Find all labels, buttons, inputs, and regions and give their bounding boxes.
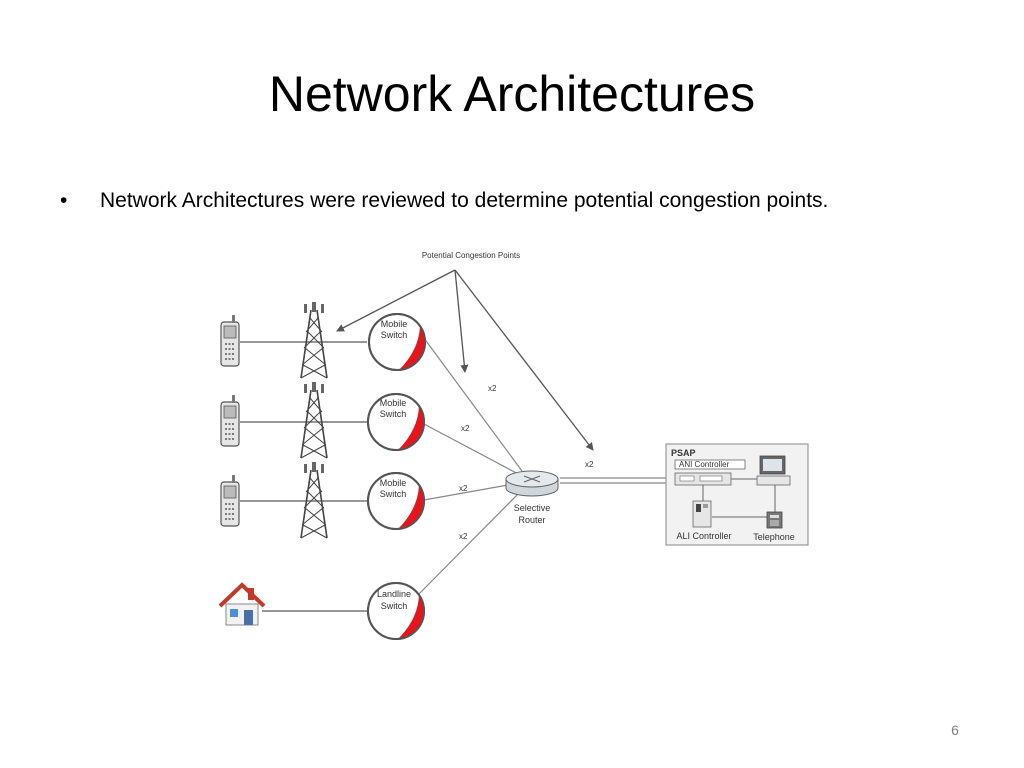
computer-icon [756, 455, 791, 486]
slide-title: Network Architectures [268, 66, 756, 122]
arrow-to-switch-trunk [454, 269, 469, 373]
trunk-label: x2 [459, 484, 468, 493]
switch-label-line2: Switch [381, 601, 408, 611]
bullet-item: • Network Architectures were reviewed to … [60, 187, 828, 215]
congestion-points-label: Potential Congestion Points [422, 251, 520, 260]
psap-title: PSAP [671, 448, 696, 458]
switch-label-line2: Switch [380, 409, 407, 419]
ani-controller-icon [674, 472, 732, 486]
ali-controller-icon [692, 500, 712, 528]
router-label-line1: Selective [514, 503, 551, 513]
trunk-labels: x2 x2 x2 x2 x2 [459, 384, 594, 541]
bullet-text: Network Architectures were reviewed to d… [100, 189, 829, 212]
trunk-label: x2 [488, 384, 497, 393]
switch-label-line1: Mobile [380, 398, 407, 408]
telephone-label: Telephone [753, 532, 795, 542]
ali-controller-label: ALI Controller [676, 531, 731, 541]
cell-tower-icon [300, 461, 328, 539]
access-lines [240, 341, 367, 612]
switch-label-line2: Switch [380, 489, 407, 499]
house-icon [218, 582, 266, 626]
switch-label-line2: Switch [381, 330, 408, 340]
arrow-to-router-trunk [454, 269, 594, 451]
mobile-phone-icon [220, 474, 240, 527]
bullet-marker: • [60, 189, 68, 212]
switch-label-line1: Landline [377, 589, 411, 599]
switch-landline: Landline Switch [367, 582, 425, 640]
switch-mobile-1: Mobile Switch [368, 313, 426, 371]
ani-controller-label: ANI Controller [679, 460, 730, 469]
trunk-label: x2 [585, 460, 594, 469]
telephone-icon [766, 511, 783, 529]
router-label-line2: Router [518, 515, 545, 525]
psap-box: PSAP ANI Controller ALI Controller Tele [665, 443, 809, 546]
mobile-phone-icon [220, 314, 240, 367]
switch-label-line1: Mobile [380, 478, 407, 488]
trunk-label: x2 [459, 532, 468, 541]
trunk-lines [411, 329, 666, 602]
congestion-arrows [336, 269, 594, 451]
cell-tower-icon [300, 301, 328, 379]
mobile-phone-icon [220, 394, 240, 447]
switch-mobile-3: Mobile Switch [367, 472, 425, 530]
page-number: 6 [951, 722, 959, 738]
switch-label-line1: Mobile [381, 319, 408, 329]
cell-tower-icon [300, 381, 328, 459]
trunk-label: x2 [461, 424, 470, 433]
arrow-to-tower [336, 269, 456, 332]
selective-router: Selective Router [505, 470, 559, 525]
switch-mobile-2: Mobile Switch [367, 393, 425, 451]
